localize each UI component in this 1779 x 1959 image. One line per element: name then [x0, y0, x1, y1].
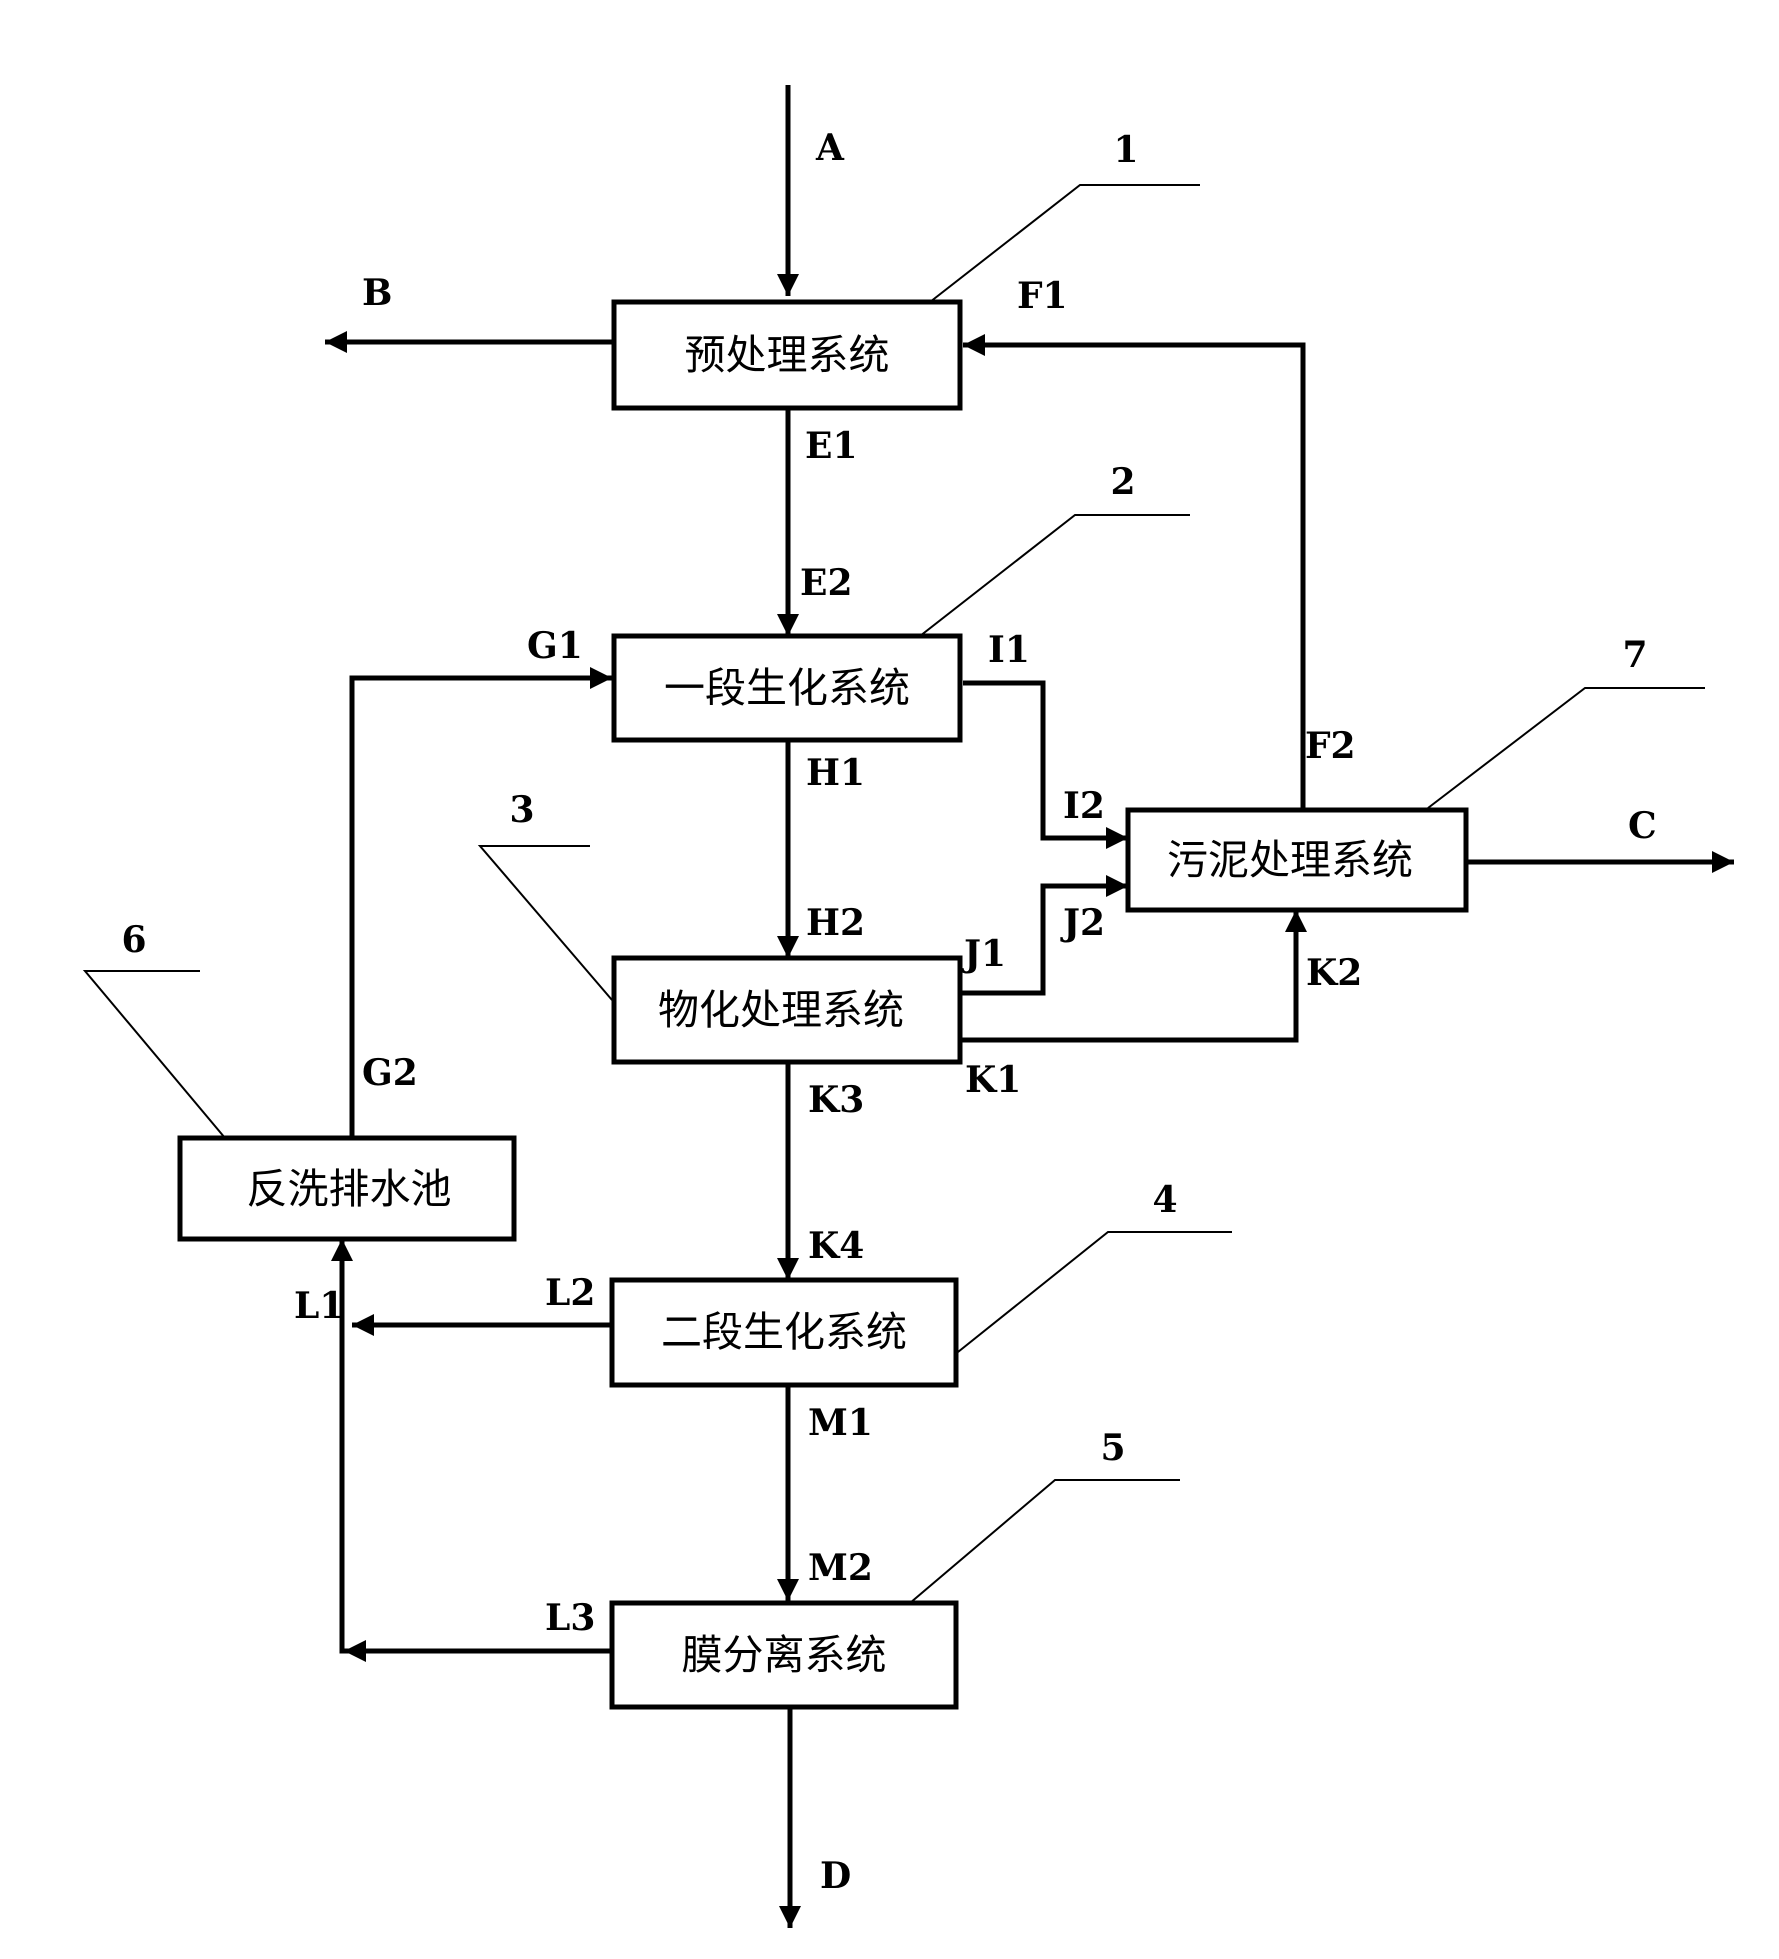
- label-h1: H1: [806, 752, 865, 794]
- label-k2: K2: [1306, 952, 1362, 994]
- label-c: C: [1628, 805, 1657, 847]
- box-membrane: 膜分离系统: [609, 1600, 959, 1710]
- label-e1: E1: [805, 425, 858, 467]
- label-g2: G2: [362, 1052, 418, 1094]
- label-f1: F1: [1017, 275, 1068, 317]
- box-stage1-bio: 一段生化系统: [611, 633, 963, 743]
- flow-g: [349, 667, 612, 1138]
- label-i2: I2: [1063, 785, 1105, 827]
- leader-1: [929, 184, 1200, 303]
- flow-k12: [960, 910, 1307, 1043]
- label-h2: H2: [806, 902, 865, 944]
- label-j1: J1: [961, 933, 1006, 975]
- label-l3: L3: [545, 1597, 595, 1639]
- leader-2: [919, 514, 1190, 637]
- leader-7: [1427, 687, 1705, 809]
- ref-number-2: 2: [1110, 461, 1135, 503]
- label-m2: M2: [808, 1547, 873, 1589]
- label-g1: G1: [527, 625, 583, 667]
- label-k1: K1: [965, 1059, 1021, 1101]
- label-f2: F2: [1305, 725, 1356, 767]
- flow-lines: [325, 85, 1734, 1928]
- leader-5: [909, 1479, 1180, 1604]
- flow-f: [963, 334, 1306, 808]
- ref-number-6: 6: [121, 919, 146, 961]
- leader-4: [957, 1231, 1232, 1353]
- flow-l3: [331, 1239, 612, 1654]
- stream-labels: A B C D E1 E2 F1 F2 G1 G2 H1 H2 I1 I2 J1…: [294, 127, 1657, 1897]
- leader-6: [82, 970, 226, 1139]
- box-pretreatment-label: 预处理系统: [685, 331, 890, 379]
- label-a: A: [815, 127, 845, 169]
- ref-number-3: 3: [509, 789, 534, 831]
- box-stage2-bio-label: 二段生化系统: [661, 1308, 907, 1356]
- ref-number-5: 5: [1100, 1427, 1125, 1469]
- flow-j: [960, 875, 1128, 996]
- label-b: B: [362, 272, 392, 314]
- label-l2: L2: [545, 1272, 595, 1314]
- box-physchem-label: 物化处理系统: [658, 986, 904, 1034]
- ref-number-1: 1: [1113, 129, 1138, 171]
- label-e2: E2: [800, 562, 853, 604]
- label-m1: M1: [808, 1402, 873, 1444]
- box-stage1-bio-label: 一段生化系统: [664, 664, 910, 712]
- ref-number-7: 7: [1622, 634, 1647, 676]
- label-d: D: [820, 1855, 851, 1897]
- label-i1: I1: [988, 629, 1030, 671]
- reference-numbers: 1 2 3 4 5 6 7: [121, 129, 1647, 1469]
- label-j2: J2: [1060, 902, 1105, 944]
- box-pretreatment: 预处理系统: [611, 299, 963, 411]
- box-physchem: 物化处理系统: [611, 955, 963, 1065]
- reference-leaders: [82, 184, 1705, 1604]
- label-k3: K3: [808, 1079, 864, 1121]
- box-membrane-label: 膜分离系统: [682, 1631, 887, 1679]
- box-backwash-pool-label: 反洗排水池: [247, 1165, 452, 1213]
- flow-i: [963, 680, 1128, 849]
- box-stage2-bio: 二段生化系统: [609, 1277, 959, 1388]
- ref-number-4: 4: [1152, 1179, 1177, 1221]
- box-sludge-label: 污泥处理系统: [1167, 836, 1413, 884]
- label-l1: L1: [294, 1285, 344, 1327]
- label-k4: K4: [808, 1225, 864, 1267]
- box-sludge: 污泥处理系统: [1125, 807, 1469, 913]
- box-backwash-pool: 反洗排水池: [177, 1135, 517, 1242]
- leader-3: [477, 845, 613, 1001]
